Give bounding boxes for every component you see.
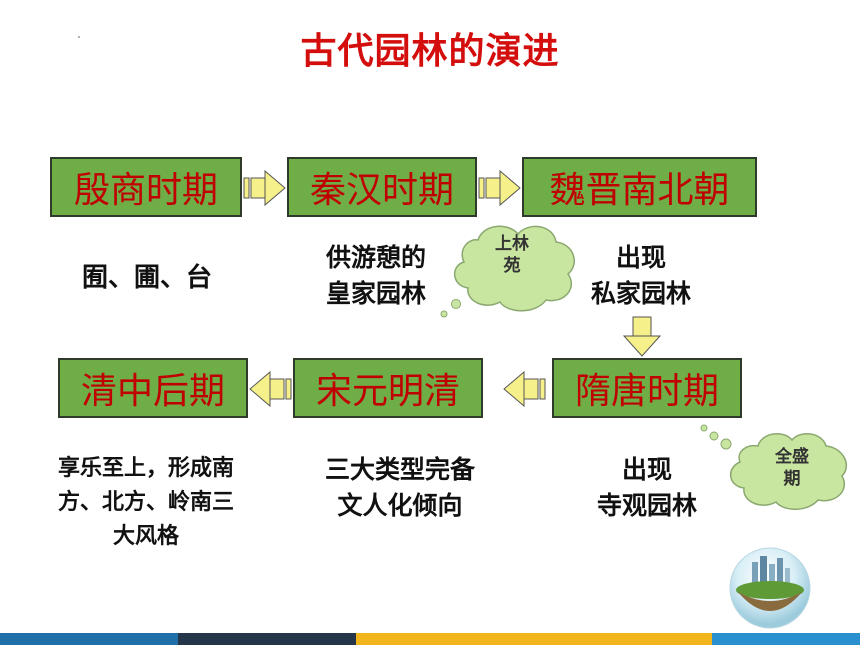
period-songyuanmingqing: 宋元明清	[293, 358, 483, 418]
note-line: 文人化倾向	[337, 491, 463, 520]
arrow-down-icon	[622, 316, 662, 357]
arrow-right-icon	[243, 169, 286, 207]
cloud-line: 上林	[495, 234, 529, 254]
note-line: 大风格	[112, 524, 179, 549]
thought-cloud-icon	[700, 424, 847, 510]
period-suitang: 隋唐时期	[552, 358, 742, 418]
note-line: 出现	[615, 243, 666, 272]
note-line: 三大类型完备	[324, 455, 475, 484]
note-line: 私家园林	[590, 279, 691, 308]
footer-stripe	[356, 633, 712, 645]
note-songyuanmingqing: 三大类型完备 文人化倾向	[290, 452, 510, 524]
cloud-line: 期	[783, 469, 801, 489]
note-qingzhonghou: 享乐至上，形成南 方、北方、岭南三 大风格	[26, 452, 266, 554]
note-qinhan: 供游憩的 皇家园林	[296, 240, 456, 312]
decor-dot	[78, 36, 80, 38]
note-yinshang: 囿、圃、台	[81, 263, 212, 293]
arrow-left-icon	[503, 370, 546, 408]
note-line: 方、北方、岭南三	[57, 490, 234, 515]
footer-stripe	[712, 633, 860, 645]
period-yinshang: 殷商时期	[50, 157, 242, 217]
cloud-line: 苑	[503, 256, 521, 276]
cloud-line: 全盛	[775, 447, 809, 467]
note-line: 皇家园林	[325, 279, 426, 308]
cloud-label: 上林 苑	[484, 233, 540, 277]
cloud-label: 全盛 期	[764, 446, 820, 490]
note-line: 供游憩的	[325, 243, 426, 272]
footer-stripe	[178, 633, 356, 645]
note-line: 享乐至上，形成南	[57, 456, 234, 481]
arrow-left-icon	[249, 370, 292, 408]
note-suitang: 出现 寺观园林	[572, 452, 722, 524]
arrow-right-icon	[478, 169, 521, 207]
period-weijin: 魏晋南北朝	[522, 157, 757, 217]
period-qinhan: 秦汉时期	[287, 157, 477, 217]
note-weijin: 出现 私家园林	[566, 240, 716, 312]
page-title: 古代园林的演进	[300, 31, 560, 72]
period-qingzhonghou: 清中后期	[58, 358, 248, 418]
footer-stripe	[0, 633, 178, 645]
thought-cloud-icon	[440, 225, 575, 318]
note-line: 寺观园林	[596, 491, 697, 520]
city-globe-icon	[729, 547, 811, 629]
footer-stripes	[0, 633, 860, 645]
note-line: 出现	[621, 455, 672, 484]
